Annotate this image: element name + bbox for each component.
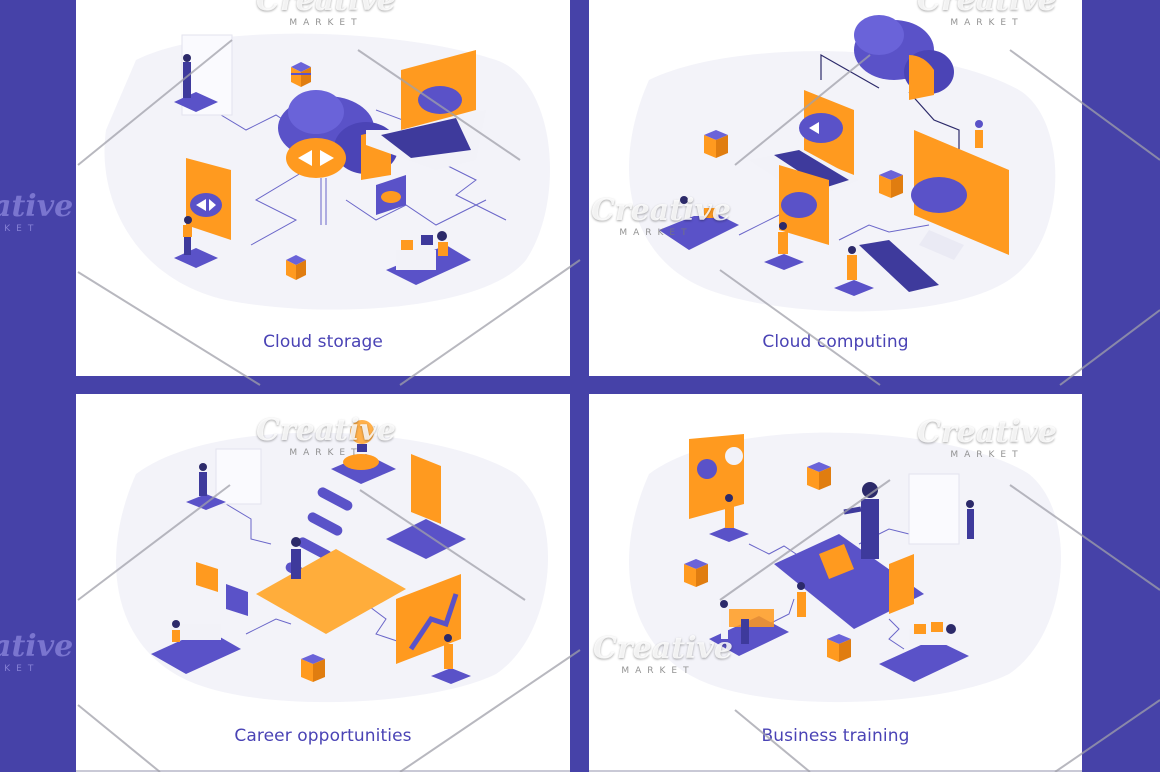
card-title-career-opportunities: Career opportunities [234,726,412,746]
card-title-business-training: Business training [761,726,910,746]
business-training-illustration [629,432,1062,703]
card-cloud-storage[interactable]: Creative MARKET Cloud storage [76,0,570,376]
cloud-computing-illustration [629,15,1056,312]
cloud-storage-illustration [104,33,550,310]
watermark-left-top: ative RKET [0,189,74,235]
watermark-left-bottom: ative RKET [0,629,74,675]
card-business-training[interactable]: Creative MARKET Creative MARKET Business… [589,394,1082,772]
card-bottom-border [76,770,570,772]
card-title-cloud-computing: Cloud computing [762,332,909,352]
card-bottom-border [589,770,1082,772]
card-cloud-computing[interactable]: Creative MARKET Creative MARKET Cloud co… [589,0,1082,376]
card-career-opportunities[interactable]: Creative MARKET Career opportunities [76,394,570,772]
card-title-cloud-storage: Cloud storage [263,332,383,352]
career-opportunities-illustration [116,420,549,703]
